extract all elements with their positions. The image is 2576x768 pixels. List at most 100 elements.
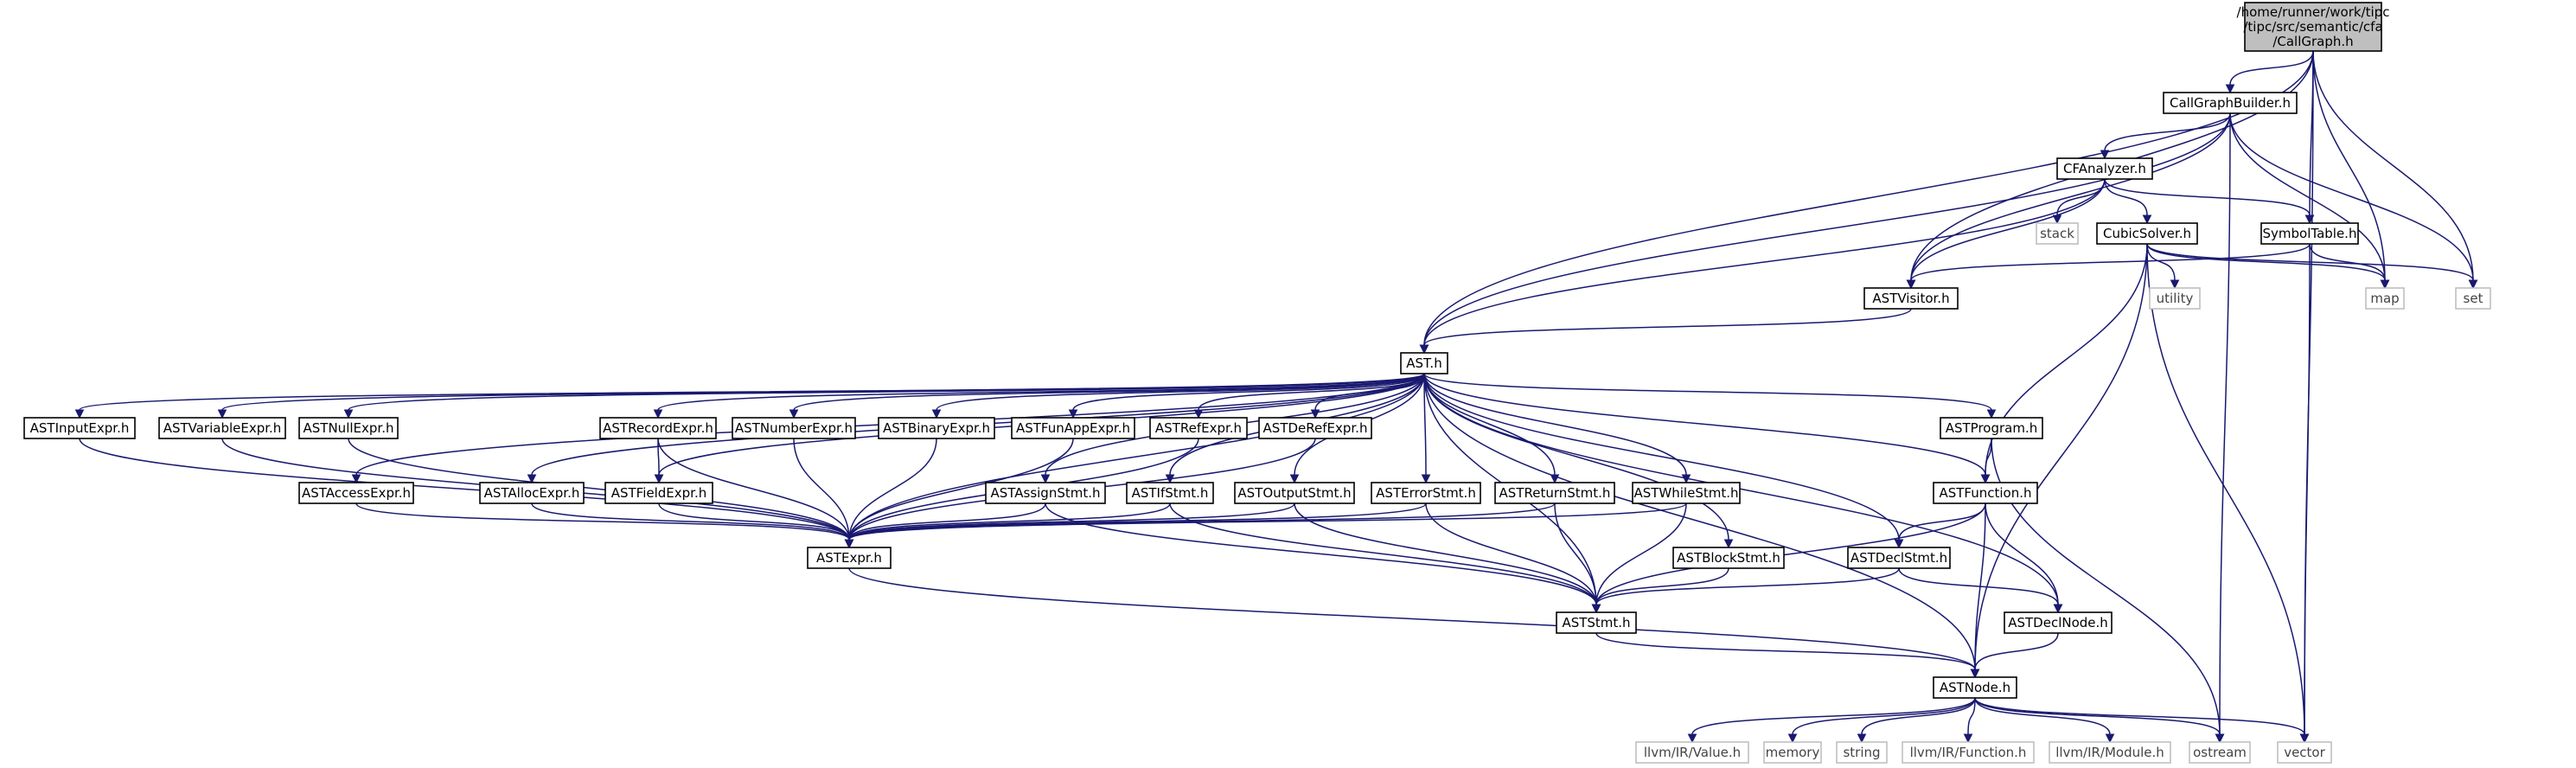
node-declstmt[interactable]: ASTDeclStmt.h xyxy=(1847,547,1951,569)
node-function[interactable]: ASTFunction.h xyxy=(1933,482,2038,504)
node-label: CubicSolver.h xyxy=(2103,226,2191,241)
node-recordexpr[interactable]: ASTRecordExpr.h xyxy=(599,417,717,439)
edge-arrowhead xyxy=(1421,474,1431,484)
node-cfanalyzer[interactable]: CFAnalyzer.h xyxy=(2056,157,2153,180)
node-symtab[interactable]: SymbolTable.h xyxy=(2260,222,2359,245)
edge-symtab-to-astvisitor xyxy=(1906,243,2311,290)
edge-arrowhead xyxy=(1040,474,1051,484)
node-assignstmt[interactable]: ASTAssignStmt.h xyxy=(985,482,1106,504)
edge-node-to-memory xyxy=(1787,697,1976,744)
node-accessexpr[interactable]: ASTAccessExpr.h xyxy=(298,482,414,504)
node-label: ASTIfStmt.h xyxy=(1132,485,1209,501)
edge-ast-to-refexpr xyxy=(1193,373,1425,419)
node-box xyxy=(298,417,399,439)
node-label: ASTBinaryExpr.h xyxy=(883,420,990,436)
node-program[interactable]: ASTProgram.h xyxy=(1940,417,2043,439)
node-blockstmt[interactable]: ASTBlockStmt.h xyxy=(1672,547,1785,569)
node-nullexpr[interactable]: ASTNullExpr.h xyxy=(298,417,399,439)
node-declnode[interactable]: ASTDeclNode.h xyxy=(2004,611,2113,634)
node-box xyxy=(1494,482,1615,504)
edge-callgraph-to-set xyxy=(2312,50,2478,290)
edge-arrowhead xyxy=(1970,669,1980,679)
node-string: string xyxy=(1836,741,1888,764)
node-box xyxy=(2277,741,2332,764)
node-box xyxy=(1763,741,1822,764)
node-allocexpr[interactable]: ASTAllocExpr.h xyxy=(479,482,585,504)
node-label: utility xyxy=(2157,291,2194,306)
node-memory: memory xyxy=(1763,741,1822,764)
node-llvmvalue: llvm/IR/Value.h xyxy=(1635,741,1749,764)
node-ast[interactable]: AST.h xyxy=(1400,352,1448,374)
edge-arrowhead xyxy=(2380,279,2390,290)
node-box xyxy=(1902,741,2035,764)
node-label: stack xyxy=(2040,226,2074,241)
node-refexpr[interactable]: ASTRefExpr.h xyxy=(1149,417,1248,439)
node-box xyxy=(1400,352,1448,374)
node-utility: utility xyxy=(2149,287,2201,310)
edge-symtab-to-map xyxy=(2309,243,2390,290)
edge-callgraph-to-cgbuilder xyxy=(2225,50,2314,94)
node-expr[interactable]: ASTExpr.h xyxy=(807,547,892,569)
node-outputstmt[interactable]: ASTOutputStmt.h xyxy=(1234,482,1355,504)
edge-function-to-node xyxy=(1970,502,1986,679)
edge-cubic-to-utility xyxy=(2146,243,2180,290)
node-binexpr[interactable]: ASTBinaryExpr.h xyxy=(878,417,995,439)
edge-arrowhead xyxy=(789,409,799,419)
node-stmt[interactable]: ASTStmt.h xyxy=(1556,611,1637,634)
edge-arrowhead xyxy=(1894,539,1904,549)
node-whilestmt[interactable]: ASTWhileStmt.h xyxy=(1632,482,1741,504)
node-box xyxy=(604,482,713,504)
edge-errorstmt-to-stmt xyxy=(1425,502,1601,614)
node-ifstmt[interactable]: ASTIfStmt.h xyxy=(1126,482,1214,504)
node-returnstmt[interactable]: ASTReturnStmt.h xyxy=(1494,482,1615,504)
edge-arrowhead xyxy=(1857,733,1867,744)
node-box xyxy=(1635,741,1749,764)
node-box xyxy=(2036,222,2079,245)
node-label: ASTBlockStmt.h xyxy=(1677,550,1780,566)
edge-astvisitor-to-ast xyxy=(1419,308,1912,355)
node-numexpr[interactable]: ASTNumberExpr.h xyxy=(732,417,856,439)
edge-ast-to-numexpr xyxy=(789,373,1425,419)
edge-node-to-llvmvalue xyxy=(1687,697,1976,744)
node-label: ASTReturnStmt.h xyxy=(1499,485,1611,501)
edge-ast-to-funappexpr xyxy=(1068,373,1425,419)
node-label: ASTExpr.h xyxy=(816,550,882,566)
node-errorstmt[interactable]: ASTErrorStmt.h xyxy=(1371,482,1481,504)
edge-recordexpr-to-fieldexpr xyxy=(654,438,664,484)
node-label: ostream xyxy=(2193,745,2247,760)
node-funappexpr[interactable]: ASTFunAppExpr.h xyxy=(1011,417,1135,439)
node-inputexpr[interactable]: ASTInputExpr.h xyxy=(23,417,136,439)
node-box xyxy=(878,417,995,439)
node-fieldexpr[interactable]: ASTFieldExpr.h xyxy=(604,482,713,504)
node-label: ASTRecordExpr.h xyxy=(603,420,713,436)
node-label: ASTVisitor.h xyxy=(1872,291,1949,306)
edge-arrowhead xyxy=(654,474,664,484)
node-node[interactable]: ASTNode.h xyxy=(1933,676,2017,699)
edge-symtab-to-vector xyxy=(2299,243,2311,744)
edge-layer xyxy=(74,50,2478,744)
node-derefexpr[interactable]: ASTDeRefExpr.h xyxy=(1258,417,1372,439)
node-box xyxy=(1234,482,1355,504)
node-callgraph[interactable]: /home/runner/work/tipc/tipc/src/semantic… xyxy=(2237,2,2390,52)
node-varexpr[interactable]: ASTVariableExpr.h xyxy=(158,417,286,439)
edge-cubic-to-function xyxy=(1980,243,2148,484)
edge-arrowhead xyxy=(1906,279,1916,290)
node-box xyxy=(2189,741,2251,764)
node-box xyxy=(298,482,414,504)
node-label: ASTAccessExpr.h xyxy=(302,485,411,501)
edge-cfanalyzer-to-cubic xyxy=(2104,178,2152,225)
node-cgbuilder[interactable]: CallGraphBuilder.h xyxy=(2163,92,2298,114)
node-label: ASTInputExpr.h xyxy=(30,420,130,436)
node-astvisitor[interactable]: ASTVisitor.h xyxy=(1863,287,1959,310)
node-label: ASTProgram.h xyxy=(1946,420,2038,436)
node-box xyxy=(1836,741,1888,764)
node-ostream: ostream xyxy=(2189,741,2251,764)
node-box xyxy=(2244,2,2382,52)
node-box xyxy=(479,482,585,504)
node-box xyxy=(807,547,892,569)
node-cubic[interactable]: CubicSolver.h xyxy=(2096,222,2198,245)
edge-arrowhead xyxy=(2304,214,2315,225)
node-box xyxy=(1847,547,1951,569)
node-box xyxy=(2056,157,2153,180)
